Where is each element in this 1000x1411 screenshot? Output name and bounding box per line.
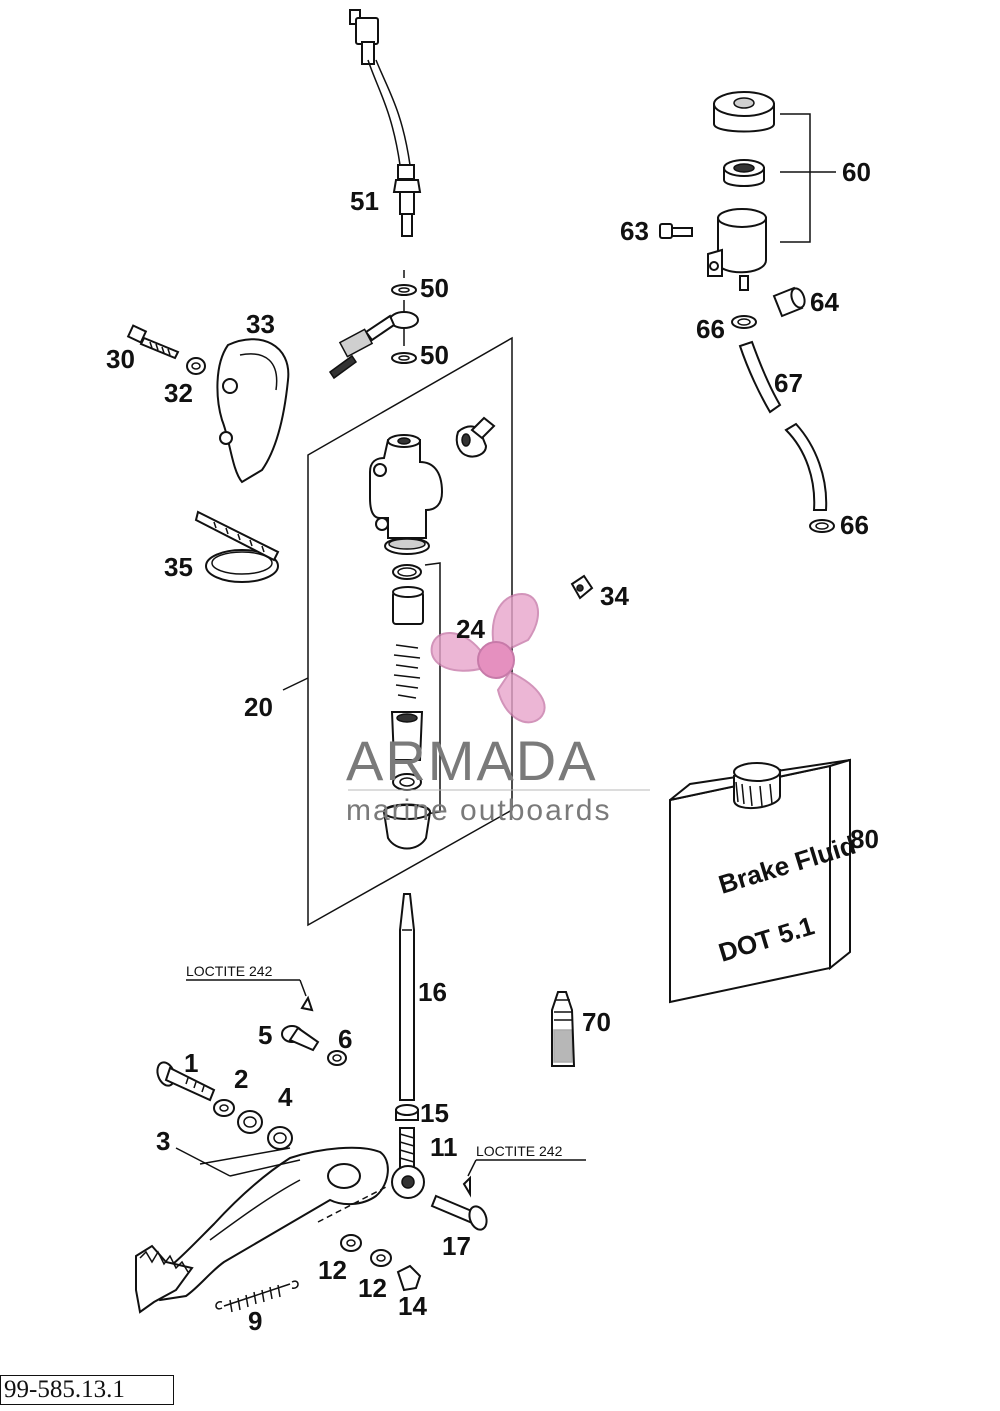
label-17: 17: [442, 1231, 471, 1261]
watermark-tagline: marine outboards: [346, 794, 611, 827]
label-33: 33: [246, 309, 275, 339]
repair-kit-part-24: [382, 564, 432, 850]
label-50-top: 50: [420, 273, 449, 303]
label-3: 3: [156, 1126, 170, 1156]
screw-part-63: [659, 223, 693, 239]
label-32: 32: [164, 378, 193, 408]
label-34: 34: [600, 581, 629, 611]
label-5: 5: [258, 1020, 272, 1050]
label-66-bottom: 66: [840, 510, 869, 540]
master-cylinder-body: [369, 434, 444, 555]
nut-part-6: [327, 1050, 347, 1066]
brake-fluid-container-part-80: Brake Fluid DOT 5.1: [669, 758, 859, 1004]
reservoir-body: [707, 208, 767, 291]
label-12-left: 12: [318, 1255, 347, 1285]
armada-watermark: ARMADA marine outboards: [346, 592, 650, 827]
reservoir-cap-part-60: [713, 91, 775, 187]
label-30: 30: [106, 344, 135, 374]
label-35: 35: [164, 552, 193, 582]
bolt-part-17: [430, 1175, 488, 1231]
label-4: 4: [278, 1082, 293, 1112]
spring-part-9: [215, 1280, 299, 1313]
nut-part-32: [186, 357, 206, 375]
loctite-note-bottom: LOCTITE 242: [467, 1143, 586, 1177]
loctite-bottle-part-70: [551, 991, 576, 1067]
label-9: 9: [248, 1306, 262, 1336]
label-15: 15: [420, 1098, 449, 1128]
hose-clip-part-66: [731, 315, 835, 533]
label-11: 11: [430, 1132, 458, 1162]
hose-part-67: [738, 340, 828, 511]
label-50-bottom: 50: [420, 340, 449, 370]
label-12-right: 12: [358, 1273, 387, 1303]
clevis-part-11: [391, 1127, 425, 1199]
pedal-leader-lines: [175, 1147, 389, 1223]
label-63: 63: [620, 216, 649, 246]
cable-tie-part-35: [194, 510, 280, 583]
label-80: 80: [850, 824, 879, 854]
label-64: 64: [810, 287, 839, 317]
bolt-part-1: [156, 1061, 216, 1102]
washer-part-2: [213, 1099, 235, 1117]
brake-light-switch-part-51: [349, 9, 422, 237]
loctite-top-text: LOCTITE 242: [186, 963, 273, 979]
label-16: 16: [418, 977, 447, 1007]
washer-part-12: [340, 1234, 392, 1267]
guard-part-33: [216, 338, 290, 484]
label-2: 2: [234, 1064, 248, 1094]
master-cylinder-assembly-outline-part-20: [282, 336, 513, 927]
bearing-part-4: [237, 1110, 293, 1150]
drawing-number-box: 99-585.13.1: [0, 1375, 174, 1405]
push-rod-part-16: [399, 893, 415, 1101]
brake-pedal-part-3: [135, 1146, 389, 1314]
callout-labels: 51 50 50 33 30 32 35 20 24 34 60 63 64 6…: [106, 157, 879, 1336]
label-60: 60: [842, 157, 871, 187]
label-51: 51: [350, 186, 379, 216]
loctite-bottom-text: LOCTITE 242: [476, 1143, 563, 1159]
sleeve-part-64: [772, 286, 806, 318]
reservoir-bracket-lines: [780, 113, 836, 243]
label-1: 1: [184, 1048, 198, 1078]
label-66-top: 66: [696, 314, 725, 344]
bolt-part-5: [281, 995, 320, 1052]
clip-part-34: [570, 574, 594, 600]
label-6: 6: [338, 1024, 352, 1054]
label-24: 24: [456, 614, 485, 644]
label-20: 20: [244, 692, 273, 722]
nut-part-14: [396, 1264, 422, 1292]
label-70: 70: [582, 1007, 611, 1037]
banjo-fitting: [328, 311, 419, 380]
hose-connector-elbow: [455, 416, 496, 458]
label-14: 14: [398, 1291, 427, 1321]
nut-part-15: [395, 1104, 419, 1121]
propeller-icon: [430, 592, 546, 724]
label-67: 67: [774, 368, 803, 398]
watermark-brand: ARMADA: [346, 729, 598, 792]
screw-part-30: [126, 324, 180, 360]
loctite-note-top: LOCTITE 242: [186, 963, 307, 997]
